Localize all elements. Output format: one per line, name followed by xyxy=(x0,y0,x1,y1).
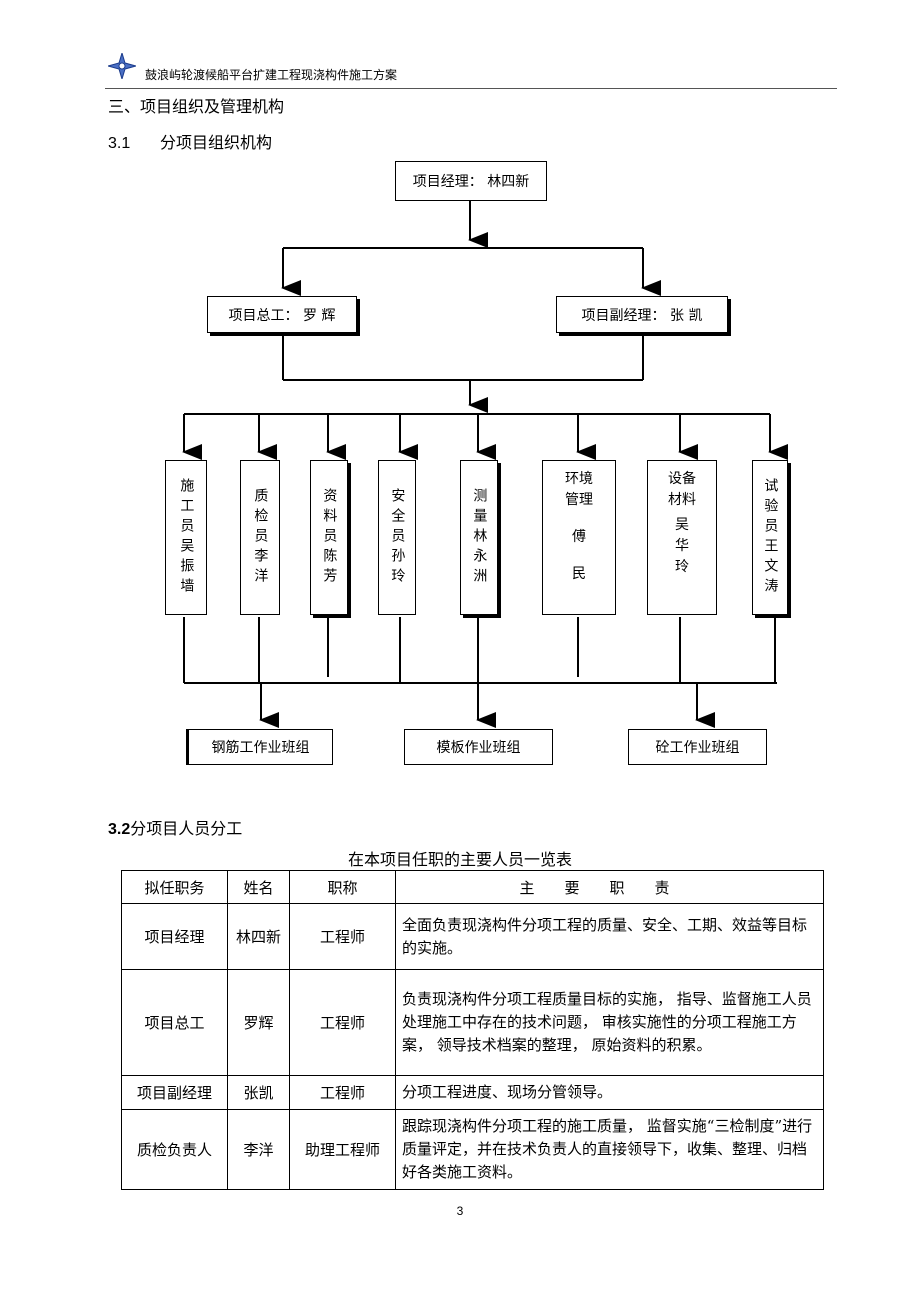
org-box-document-clerk: 资料员陈芳 xyxy=(310,460,348,615)
table-row: 项目经理 林四新 工程师 全面负责现浇构件分项工程的质量、安全、工期、效益等目标… xyxy=(121,903,824,970)
equip-role: 设备材料 xyxy=(667,471,696,508)
cell-title: 工程师 xyxy=(289,903,396,970)
compass-star-icon xyxy=(106,51,138,81)
env-name-1: 傅 xyxy=(572,529,586,545)
cell-duty: 跟踪现浇构件分项工程的施工质量， 监督实施“三检制度”进行质量评定，并在技术负责… xyxy=(395,1109,824,1190)
table-row: 项目总工 罗辉 工程师 负责现浇构件分项工程质量目标的实施， 指导、监督施工人员… xyxy=(121,969,824,1076)
cell-title: 工程师 xyxy=(289,1075,396,1110)
cell-position: 项目总工 xyxy=(121,969,228,1076)
staff-table: 拟任职务 姓名 职称 主要职责 项目经理 林四新 工程师 全面负责现浇构件分项工… xyxy=(121,870,824,1190)
org-box-concrete-team: 砼工作业班组 xyxy=(628,729,767,765)
org-box-formwork-team: 模板作业班组 xyxy=(404,729,553,765)
page-number: 3 xyxy=(456,1204,464,1218)
org-box-equipment-materials: 设备材料 吴 华 玲 xyxy=(647,460,717,615)
cell-duty: 全面负责现浇构件分项工程的质量、安全、工期、效益等目标的实施。 xyxy=(395,903,824,970)
org-box-tester: 试验员王文涛 xyxy=(752,460,788,615)
cell-position: 项目副经理 xyxy=(121,1075,228,1110)
org-chart-connectors xyxy=(182,201,788,728)
subsection-number: 3.1 xyxy=(108,135,131,152)
org-box-safety-officer: 安全员孙玲 xyxy=(378,460,416,615)
cell-name: 罗辉 xyxy=(227,969,290,1076)
subsection-title: 分项目组织机构 xyxy=(160,133,273,152)
table-caption: 在本项目任职的主要人员一览表 xyxy=(347,850,572,869)
cell-title: 助理工程师 xyxy=(289,1109,396,1190)
equip-name-2: 华 xyxy=(675,538,689,554)
document-header-title: 鼓浪屿轮渡候船平台扩建工程现浇构件施工方案 xyxy=(145,68,398,82)
cell-position: 项目经理 xyxy=(121,903,228,970)
header-divider xyxy=(105,88,837,89)
org-box-chief-engineer: 项目总工： 罗 辉 xyxy=(207,296,357,333)
equip-name-3: 玲 xyxy=(675,559,689,575)
env-name-2: 民 xyxy=(572,566,586,582)
cell-duty: 负责现浇构件分项工程质量目标的实施， 指导、监督施工人员处理施工中存在的技术问题… xyxy=(395,969,824,1076)
table-row: 质检负责人 李洋 助理工程师 跟踪现浇构件分项工程的施工质量， 监督实施“三检制… xyxy=(121,1109,824,1190)
cell-title: 工程师 xyxy=(289,969,396,1076)
equip-name-1: 吴 xyxy=(675,517,689,533)
subsection-3-2-heading: 3.2分项目人员分工 xyxy=(108,815,242,839)
header-title: 职称 xyxy=(289,870,396,904)
cell-name: 林四新 xyxy=(227,903,290,970)
cell-position: 质检负责人 xyxy=(121,1109,228,1190)
org-box-quality-inspector: 质检员李洋 xyxy=(240,460,280,615)
cell-duty: 分项工程进度、现场分管领导。 xyxy=(395,1075,824,1110)
org-box-rebar-team: 钢筋工作业班组 xyxy=(186,729,333,765)
header-position: 拟任职务 xyxy=(121,870,228,904)
cell-name: 李洋 xyxy=(227,1109,290,1190)
org-box-surveyor: 测量林永洲 xyxy=(460,460,498,615)
org-box-deputy-manager: 项目副经理： 张 凯 xyxy=(556,296,728,333)
subsection-number: 3.2 xyxy=(108,821,131,838)
org-box-construction-worker: 施工员吴振墙 xyxy=(165,460,207,615)
env-role: 环境管理 xyxy=(564,471,593,508)
table-row: 项目副经理 张凯 工程师 分项工程进度、现场分管领导。 xyxy=(121,1075,824,1110)
org-box-project-manager: 项目经理： 林四新 xyxy=(395,161,547,201)
table-header-row: 拟任职务 姓名 职称 主要职责 xyxy=(121,870,824,904)
header-duty: 主要职责 xyxy=(395,870,824,904)
section-heading: 三、项目组织及管理机构 xyxy=(108,97,285,116)
header-name: 姓名 xyxy=(227,870,290,904)
subsection-title: 分项目人员分工 xyxy=(130,819,243,838)
org-box-environment-manager: 环境管理 傅 民 xyxy=(542,460,616,615)
subsection-3-1-heading: 3.1 分项目组织机构 xyxy=(108,129,272,153)
cell-name: 张凯 xyxy=(227,1075,290,1110)
